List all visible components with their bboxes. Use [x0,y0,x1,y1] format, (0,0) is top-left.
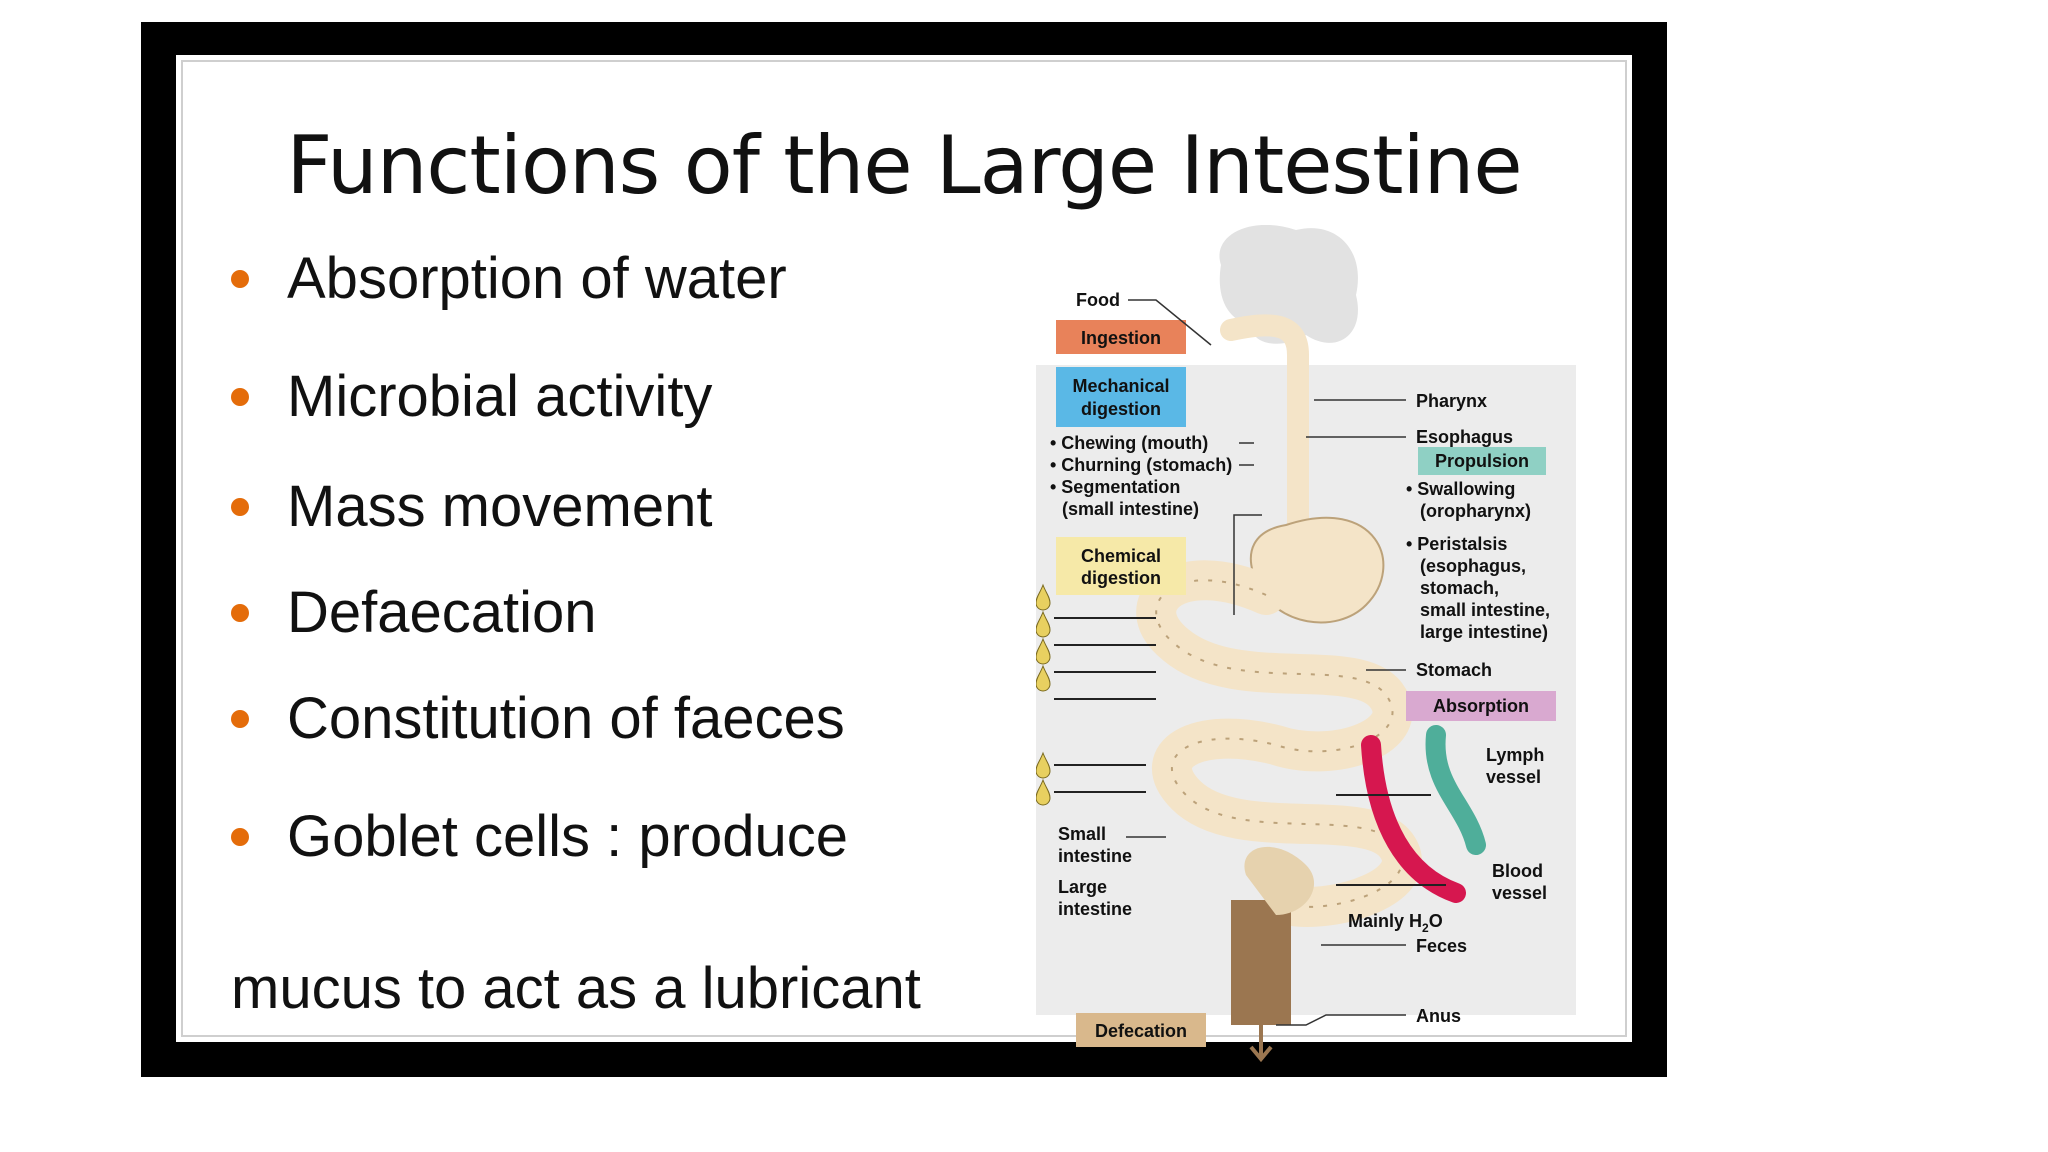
label-h2o-o: O [1429,911,1443,931]
bullet-text: Constitution of faeces [287,686,845,751]
label-esophagus: Esophagus [1416,427,1513,447]
label-mainly-h2o-main: Mainly H [1348,911,1422,931]
enzyme-arrow-icon [1054,617,1156,793]
label-feces: Feces [1416,936,1467,956]
absorption-arrow-icon [1336,794,1446,886]
label-peristalsis-1: (esophagus, [1420,556,1526,576]
label-anus: Anus [1416,1006,1461,1026]
label-pharynx: Pharynx [1416,391,1487,411]
bullet-text: Absorption of water [287,246,787,311]
bullet-item: Mass movement [231,473,712,540]
label-chemical-2: digestion [1081,568,1161,588]
label-churning: • Churning (stomach) [1050,455,1232,475]
slide-title: Functions of the Large Intestine [286,119,1522,212]
bullet-text: Microbial activity [287,364,713,429]
bullet-item: Absorption of water [231,245,787,312]
bullet-dot-icon [231,497,249,516]
drop-icon [1036,583,1051,611]
bullet-text: Mass movement [287,474,713,539]
drop-icon [1036,610,1051,638]
leader-lines [1126,299,1406,1026]
bullet-dot-icon [231,603,249,622]
label-mechanical-1: Mechanical [1072,376,1169,396]
bullet-item: Microbial activity [231,363,712,430]
label-swallowing: • Swallowing [1406,479,1515,499]
head-silhouette-icon [1219,225,1358,344]
slide-frame: Functions of the Large Intestine Absorpt… [141,22,1667,1077]
propulsion-box [1418,447,1546,475]
bullet-item: Goblet cells : produce [231,803,848,870]
label-peristalsis: • Peristalsis [1406,534,1507,554]
label-small-intestine-paren: (small intestine) [1062,499,1199,519]
ingestion-box [1056,320,1186,354]
label-small-intestine-1: Small [1058,824,1106,844]
bullet-text: Defaecation [287,580,597,645]
chemical-box [1056,537,1186,595]
label-peristalsis-3: small intestine, [1420,600,1550,620]
label-oropharynx: (oropharynx) [1420,501,1531,521]
label-large-intestine-1: Large [1058,877,1107,897]
label-lymph-1: Lymph [1486,745,1544,765]
label-peristalsis-2: stomach, [1420,578,1499,598]
label-lymph-2: vessel [1486,767,1541,787]
bullet-item: Defaecation [231,579,597,646]
label-peristalsis-4: large intestine) [1420,622,1548,642]
esophagus-tube-icon [1220,314,1309,536]
digestive-process-diagram: Food Ingestion Mechanical digestion • Ch… [1036,225,1576,1063]
bullet-dot-icon [231,387,249,406]
label-ingestion: Ingestion [1081,328,1161,348]
mechanical-box [1056,367,1186,427]
label-mainly-h2o: Mainly H2O [1348,911,1443,935]
label-food: Food [1076,290,1120,310]
large-intestine-icon [1244,846,1315,915]
label-absorption: Absorption [1433,696,1529,716]
label-chemical-1: Chemical [1081,546,1161,566]
absorption-box [1406,691,1556,721]
enzyme-drops [1036,583,1051,806]
bullet-text: Goblet cells : produce [287,804,848,869]
bullet-item: Constitution of faeces [231,685,845,752]
label-blood-1: Blood [1492,861,1543,881]
bullet-dot-icon [231,269,249,288]
label-mechanical-2: digestion [1081,399,1161,419]
bullet-dot-icon [231,827,249,846]
label-small-intestine-2: intestine [1058,846,1132,866]
defecation-box [1076,1013,1206,1047]
label-propulsion: Propulsion [1435,451,1529,471]
slide-content: Functions of the Large Intestine Absorpt… [171,50,1637,1063]
label-chewing: • Chewing (mouth) [1050,433,1208,453]
label-segmentation: • Segmentation [1050,477,1180,497]
drop-icon [1036,637,1051,665]
label-stomach: Stomach [1416,660,1492,680]
bullet-continuation: mucus to act as a lubricant [231,956,921,1021]
label-large-intestine-2: intestine [1058,899,1132,919]
label-defecation: Defecation [1095,1021,1187,1041]
lymph-vessel-icon [1425,725,1486,855]
label-h2o-subscript: 2 [1422,921,1429,935]
bullet-dot-icon [231,709,249,728]
drop-icon [1036,664,1051,692]
drop-icon [1036,751,1051,779]
label-blood-2: vessel [1492,883,1547,903]
drop-icon [1036,778,1051,806]
anus-arrow-icon [1249,1025,1273,1063]
